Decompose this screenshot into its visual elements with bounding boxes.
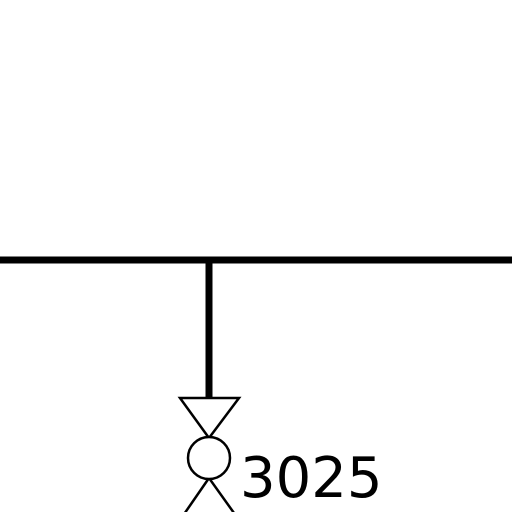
valve-tag-label: 3025	[240, 446, 383, 511]
valve-upper-triangle	[177, 396, 242, 441]
valve-lower-triangle	[184, 475, 235, 512]
valve-actuator-circle	[186, 435, 232, 481]
diaphragm-valve-icon[interactable]	[177, 396, 242, 512]
